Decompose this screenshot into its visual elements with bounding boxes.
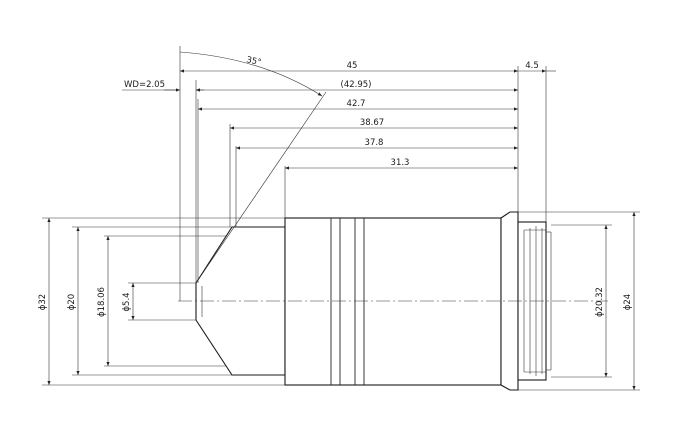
- dim-angle-35: 35°: [245, 55, 262, 68]
- length-dimensions: 45 4.5 (42.95) 42.7 38.67 37.8 31.3 WD=2…: [122, 55, 556, 170]
- dim-length-4-5: 4.5: [525, 61, 539, 71]
- dim-diameter-32: ϕ32: [38, 294, 48, 310]
- dim-diameter-20-32: ϕ20.32: [595, 287, 605, 317]
- dim-length-42-7: 42.7: [347, 99, 366, 109]
- dim-working-distance: WD=2.05: [124, 80, 165, 90]
- diameter-dimensions-left: ϕ32 ϕ20 ϕ18.06 ϕ5.4: [38, 217, 285, 386]
- dim-diameter-24: ϕ24: [623, 294, 633, 310]
- dim-length-31-3: 31.3: [391, 158, 410, 168]
- dim-length-38-67: 38.67: [360, 118, 384, 128]
- dim-diameter-5-4: ϕ5.4: [122, 292, 132, 311]
- diameter-dimensions-right: ϕ20.32 ϕ24: [518, 211, 640, 391]
- dim-length-42-95: (42.95): [341, 80, 372, 90]
- lens-barrel: [284, 217, 502, 386]
- dim-length-45: 45: [347, 61, 358, 71]
- extension-lines: [179, 46, 547, 301]
- dim-length-37-8: 37.8: [365, 138, 384, 148]
- dim-diameter-20: ϕ20: [67, 294, 77, 310]
- dim-diameter-18-06: ϕ18.06: [97, 287, 107, 317]
